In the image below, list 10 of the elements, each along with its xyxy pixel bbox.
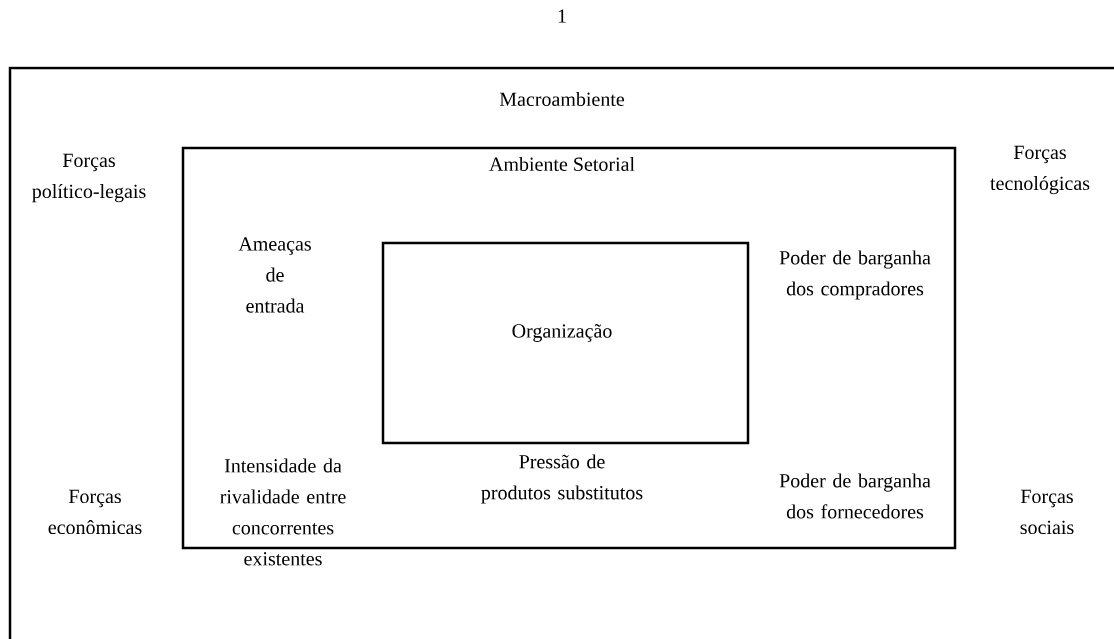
label-text: Forças político-legais [32, 153, 146, 203]
label-text: Poder de barganha dos compradores [779, 250, 931, 300]
label-text: 1 [558, 9, 566, 23]
label-text: Forças tecnológicas [990, 145, 1090, 195]
organization-box: Organização [381, 241, 750, 445]
label-text: Intensidade da rivalidade entre concorrentes existentes [220, 458, 346, 566]
label-text: Poder de barganha dos fornecedores [779, 473, 931, 519]
label-text: Ameaças de entrada [238, 237, 311, 313]
label-text: Forças econômicas [48, 489, 142, 535]
label-text: Forças sociais [1020, 489, 1074, 535]
